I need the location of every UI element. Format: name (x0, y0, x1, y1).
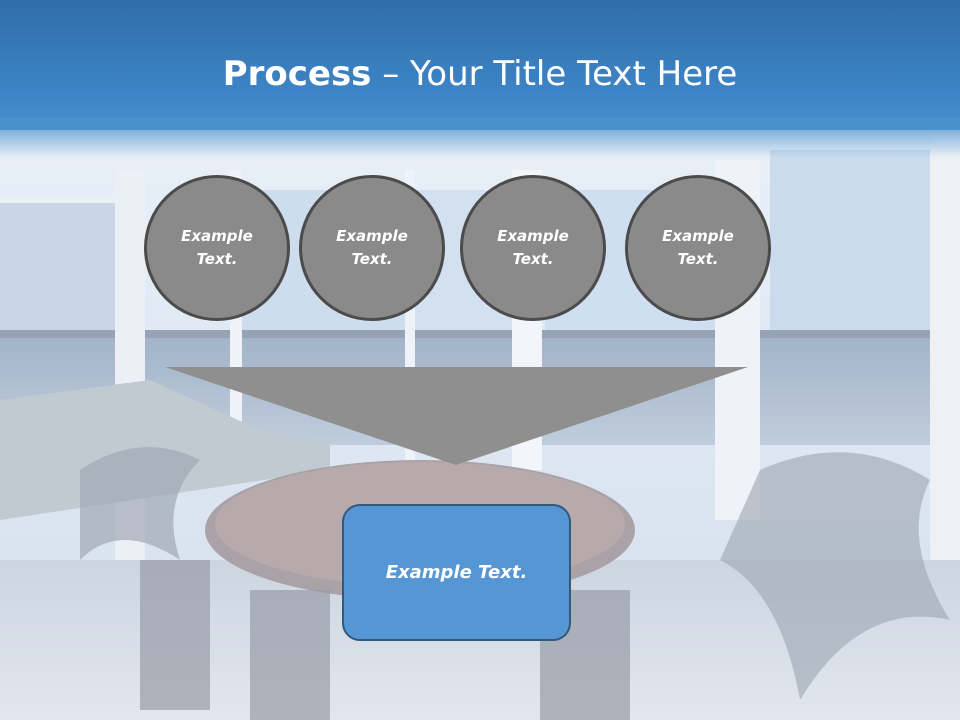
title-strong: Process (222, 54, 372, 94)
header-band (0, 0, 960, 130)
slide-title: Process – Your Title Text Here (0, 52, 960, 96)
process-step-circle-3: Example Text. (460, 175, 606, 321)
process-step-label: Example Text. (336, 227, 408, 268)
process-step-label: Example Text. (497, 227, 569, 268)
process-step-circle-2: Example Text. (299, 175, 445, 321)
funnel-arrow (165, 367, 748, 465)
process-step-circle-4: Example Text. (625, 175, 771, 321)
process-step-label: Example Text. (662, 227, 734, 268)
process-step-label: Example Text. (181, 227, 253, 268)
result-box: Example Text. (342, 504, 571, 641)
process-step-circle-1: Example Text. (144, 175, 290, 321)
result-label: Example Text. (385, 562, 528, 583)
title-rest: – Your Title Text Here (371, 54, 738, 94)
header-fade (0, 118, 960, 158)
